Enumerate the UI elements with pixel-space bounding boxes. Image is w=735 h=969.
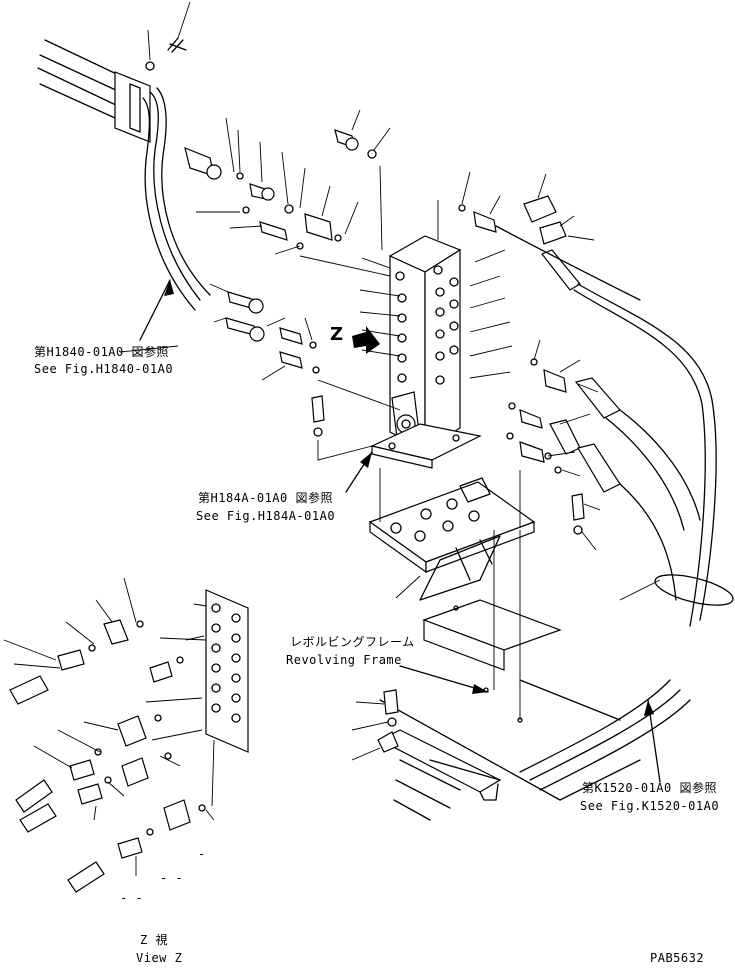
valve-block	[299, 165, 513, 469]
svg-text:-: -	[198, 847, 206, 861]
view-z-caption-en: View Z	[136, 951, 182, 965]
ref-label-h184a: 第H184A-01A0 図参照 See Fig.H184A-01A0	[196, 451, 373, 523]
svg-text:- -: - -	[160, 871, 183, 885]
view-z-caption: Z 視 View Z	[136, 932, 182, 965]
base-bolt-group	[311, 395, 373, 461]
drawing-code: PAB5632	[650, 951, 704, 965]
view-z-caption-jp: Z 視	[140, 932, 168, 947]
svg-text:- -: - -	[120, 891, 143, 905]
ref-h1840-en: See Fig.H1840-01A0	[34, 362, 173, 376]
view-z-inset: - - - - -	[3, 577, 249, 905]
mount-bracket	[368, 468, 536, 601]
ref-k1520-jp: 第K1520-01A0 図参照	[582, 780, 717, 795]
valve-block-ports	[395, 265, 459, 385]
right-fittings-group	[506, 339, 701, 601]
ref-h184a-jp: 第H184A-01A0 図参照	[198, 490, 333, 505]
ref-h1840-jp: 第H1840-01A0 図参照	[34, 344, 169, 359]
ref-k1520-en: See Fig.K1520-01A0	[580, 799, 719, 813]
hose-clamp-loop	[429, 574, 734, 791]
view-z-arrow: Z	[330, 324, 380, 354]
top-fittings-group	[334, 109, 717, 627]
frame-label: レボルビングフレーム Revolving Frame	[286, 635, 489, 694]
ref-label-k1520: 第K1520-01A0 図参照 See Fig.K1520-01A0	[580, 699, 719, 813]
ref-label-h1840: 第H1840-01A0 図参照 See Fig.H1840-01A0	[34, 279, 179, 376]
frame-label-jp: レボルビングフレーム	[290, 635, 415, 649]
upper-left-hose-bundle	[37, 1, 211, 311]
view-z-letter: Z	[330, 324, 343, 345]
ref-h184a-en: See Fig.H184A-01A0	[196, 509, 335, 523]
frame-label-en: Revolving Frame	[286, 653, 402, 667]
revolving-frame	[351, 530, 641, 821]
left-fittings-group	[184, 117, 359, 381]
